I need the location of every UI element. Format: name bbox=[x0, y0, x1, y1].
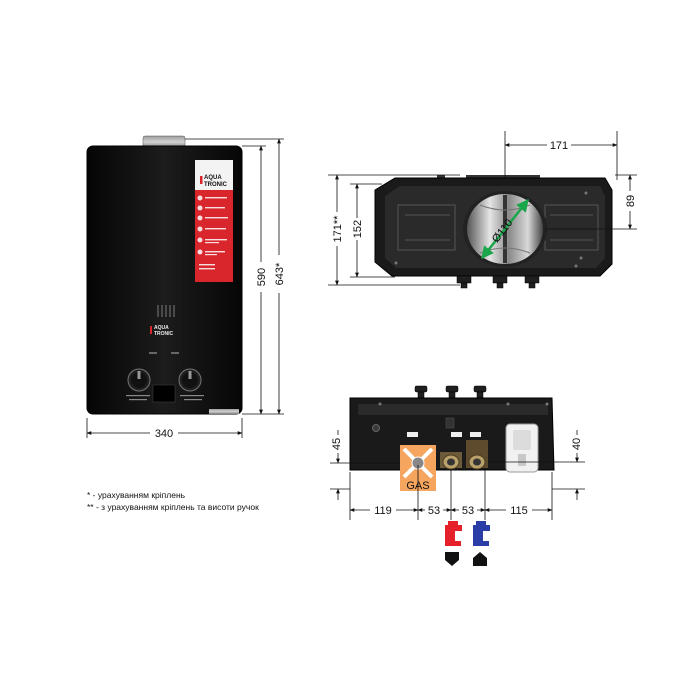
top-view: Ø110 bbox=[374, 175, 613, 289]
dim-right-115: 115 bbox=[510, 505, 528, 517]
left-knob bbox=[127, 368, 151, 392]
battery-compartment bbox=[505, 423, 539, 473]
dim-depth-152: 152 bbox=[352, 220, 364, 238]
dim-offset-171: 171 bbox=[550, 140, 568, 152]
panel-brand-line1: AQUA bbox=[154, 325, 169, 331]
faucet-cold-icon bbox=[473, 521, 490, 546]
faucet-hot-icon bbox=[445, 521, 462, 546]
water-fittings bbox=[440, 440, 488, 470]
dim-height-590: 590 bbox=[256, 268, 268, 286]
panel-brand-line2: TRONIC bbox=[154, 331, 174, 337]
diameter-arrow bbox=[481, 199, 529, 259]
knob-caption-right bbox=[180, 395, 204, 397]
sticker-feature-list bbox=[197, 195, 228, 270]
mode-indicator-right bbox=[171, 352, 179, 354]
arrow-down-icon bbox=[445, 552, 459, 566]
bottom-fitting bbox=[209, 409, 239, 414]
dim-height-643: 643* bbox=[274, 262, 286, 285]
sight-window bbox=[157, 305, 175, 317]
bottom-view: GAS bbox=[349, 385, 555, 492]
sticker-brand-line1: AQUA bbox=[204, 175, 222, 181]
sticker-brand-line2: TRONIC bbox=[204, 182, 228, 188]
dim-side-89: 89 bbox=[625, 195, 637, 207]
dim-depth-171: 171** bbox=[332, 215, 344, 243]
dim-water-height-40: 40 bbox=[571, 438, 583, 450]
arrow-up-icon bbox=[473, 552, 487, 566]
right-knob bbox=[178, 368, 202, 392]
info-sticker: AQUA TRONIC bbox=[195, 160, 233, 282]
mode-indicator-left bbox=[149, 352, 157, 354]
dim-cold-to-hot-53: 53 bbox=[462, 505, 474, 517]
panel-logo-mark bbox=[150, 326, 152, 334]
footnote-double-star: ** - з урахуванням кріплень та висоти ру… bbox=[87, 502, 259, 512]
temperature-display bbox=[152, 384, 176, 403]
dim-gas-to-cold-53: 53 bbox=[428, 505, 440, 517]
front-view: AQUA TRONIC AQUA TRONIC bbox=[86, 135, 243, 415]
dim-width-340: 340 bbox=[155, 428, 173, 440]
dim-gas-height-45: 45 bbox=[331, 438, 343, 450]
footnote-single-star: * - урахуванням кріплень bbox=[87, 490, 186, 500]
dim-left-119: 119 bbox=[374, 505, 392, 517]
knob-caption-left bbox=[126, 395, 150, 397]
